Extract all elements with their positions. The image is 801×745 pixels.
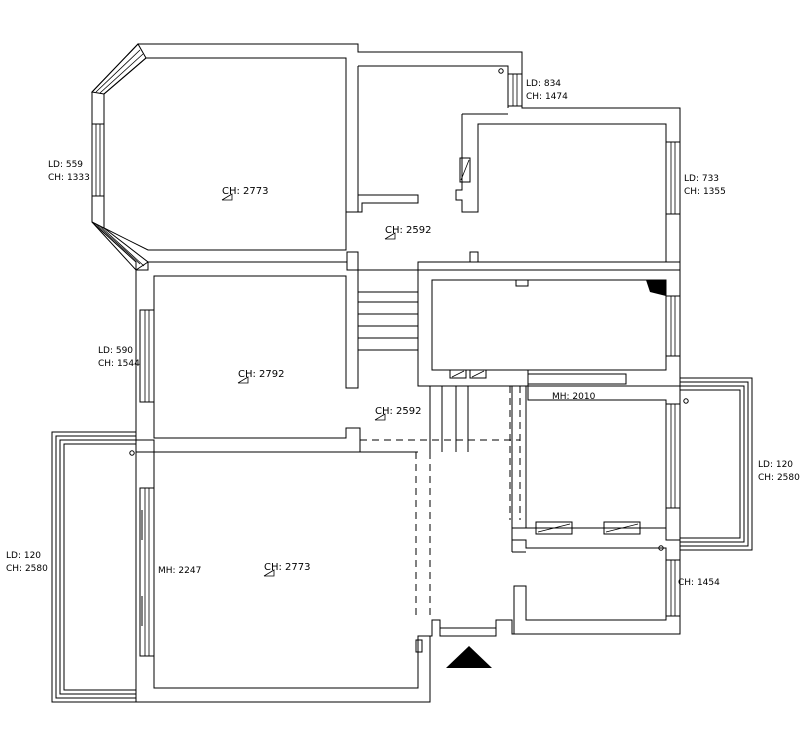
room-label-living: CH: 2773: [263, 562, 311, 577]
staircase: [358, 291, 469, 452]
room-label-master: CH: 2773: [221, 186, 269, 201]
dashed-beams: [360, 386, 521, 620]
window-label-ch: CH: 2580: [758, 473, 800, 483]
window-labels: LD: 834 CH: 1474 LD: 559 CH: 1333 LD: 73…: [6, 79, 800, 588]
window-label-ld: LD: 120: [758, 460, 793, 470]
room-label-bedroom2: CH: 2792: [237, 369, 285, 384]
mh-kitchen-label: MH: 2010: [552, 392, 596, 402]
window-label-ch: CH: 1333: [48, 173, 90, 183]
windows: [90, 43, 689, 657]
room-label-corridor: CH: 2592: [384, 225, 432, 240]
walls: [91, 43, 681, 703]
room-hall-label: CH: 2592: [375, 406, 422, 417]
room-label-hall: CH: 2592: [374, 406, 422, 421]
mh-living-label: MH: 2247: [158, 566, 201, 576]
window-label-ch: CH: 1355: [684, 187, 726, 197]
balconies: [51, 377, 753, 703]
room-living-label: CH: 2773: [264, 562, 311, 573]
window-label-ld: LD: 559: [48, 160, 83, 170]
entrance-arrow-icon: [446, 646, 492, 668]
room-master-label: CH: 2773: [222, 186, 269, 197]
room-bedroom2-label: CH: 2792: [238, 369, 285, 380]
window-label-ch: CH: 1474: [526, 92, 568, 102]
room-labels: CH: 2773 CH: 2592 CH: 2792 CH: 2592 CH: …: [221, 186, 432, 577]
window-label-ch: CH: 1454: [678, 578, 720, 588]
window-label-ld: LD: 733: [684, 174, 719, 184]
window-label-ld: LD: 834: [526, 79, 561, 89]
room-corridor-label: CH: 2592: [385, 225, 432, 236]
window-label-ld: LD: 120: [6, 551, 41, 561]
window-label-ld: LD: 590: [98, 346, 133, 356]
window-label-ch: CH: 2580: [6, 564, 48, 574]
window-label-ch: CH: 1544: [98, 359, 140, 369]
